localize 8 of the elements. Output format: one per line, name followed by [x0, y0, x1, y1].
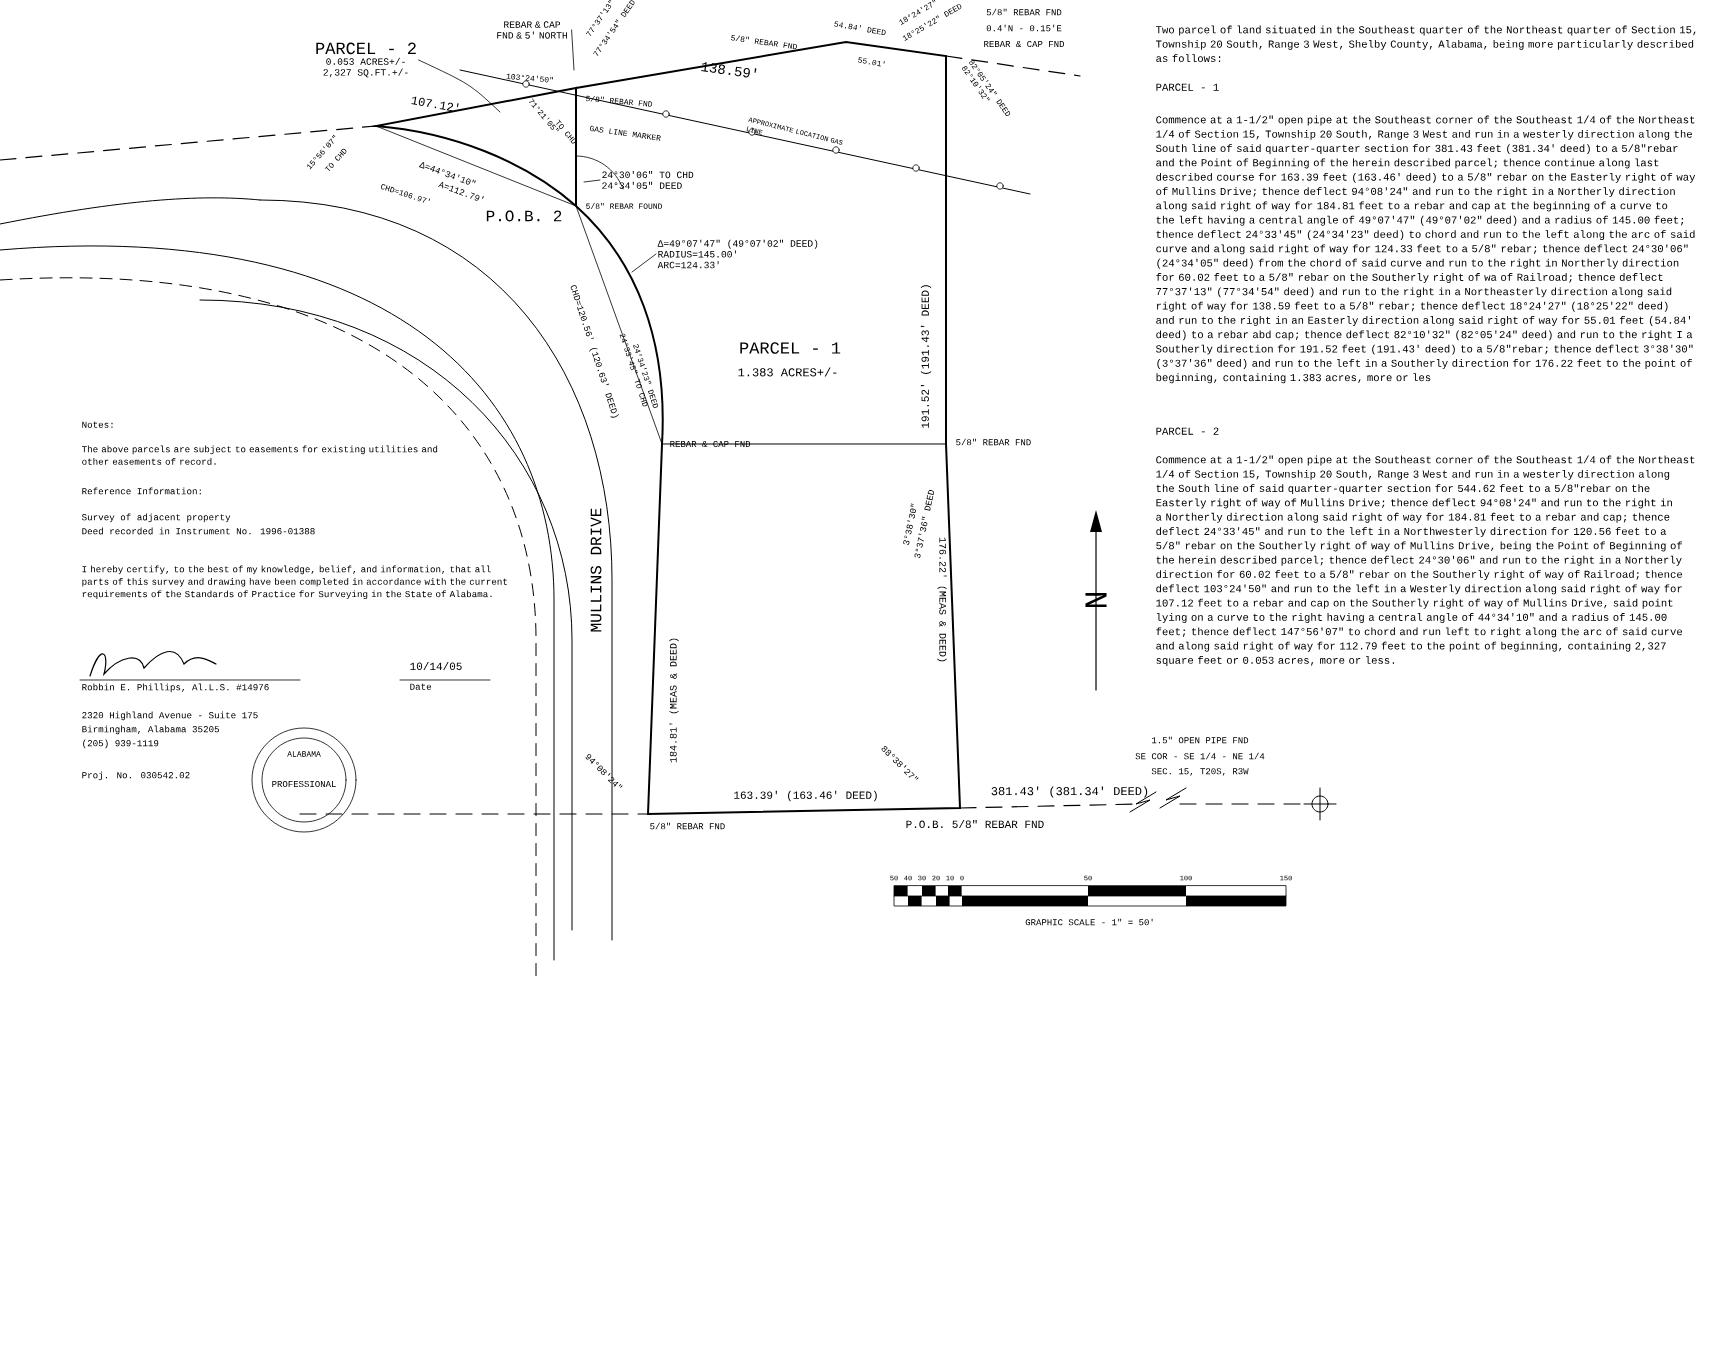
leader-line	[583, 179, 601, 183]
leader-line	[571, 29, 575, 71]
point-label: P.O.B. 2	[486, 210, 562, 222]
leader-line	[631, 253, 657, 273]
street-label: MULLINS DRIVE	[590, 508, 602, 632]
leader-line	[418, 59, 501, 113]
parcel-label: PARCEL - 1	[740, 342, 841, 354]
north-letter: N	[1085, 592, 1107, 608]
